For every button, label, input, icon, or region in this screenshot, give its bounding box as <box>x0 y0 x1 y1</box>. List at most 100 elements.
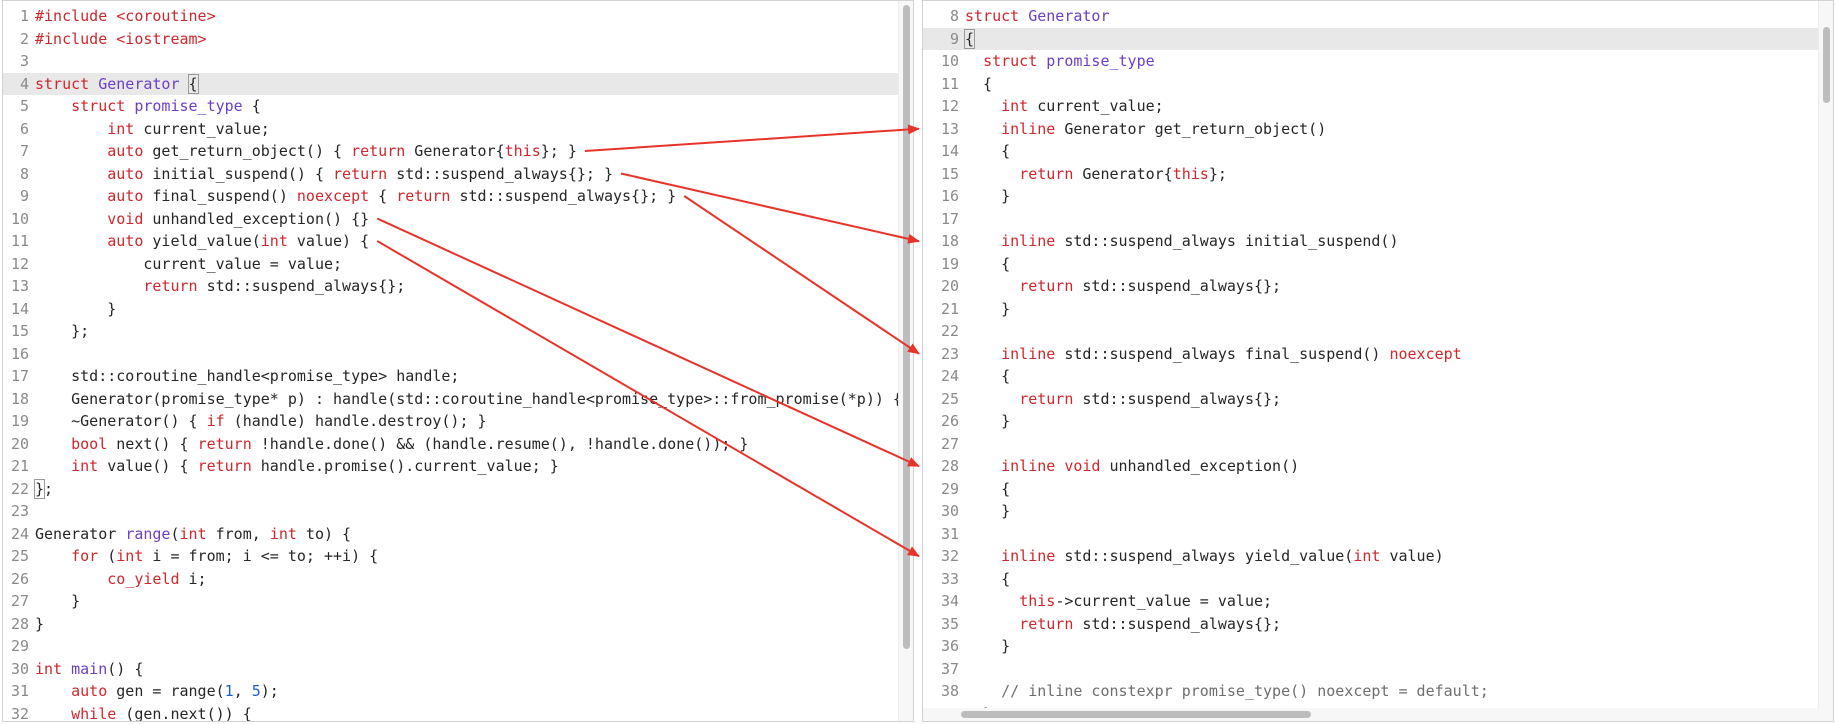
right-code-line-10[interactable]: 10 struct promise_type <box>923 50 1833 73</box>
right-code-line-31[interactable]: 31 <box>923 523 1833 546</box>
left-code-line-20[interactable]: 20 bool next() { return !handle.done() &… <box>3 433 913 456</box>
left-code-line-8[interactable]: 8 auto initial_suspend() { return std::s… <box>3 163 913 186</box>
right-horizontal-scroll-thumb[interactable] <box>961 711 1311 718</box>
left-code-line-5[interactable]: 5 struct promise_type { <box>3 95 913 118</box>
right-code-line-19[interactable]: 19 { <box>923 253 1833 276</box>
right-code-line-15[interactable]: 15 return Generator{this}; <box>923 163 1833 186</box>
left-code-line-21[interactable]: 21 int value() { return handle.promise()… <box>3 455 913 478</box>
left-code-line-14[interactable]: 14 } <box>3 298 913 321</box>
right-code-line-11[interactable]: 11 { <box>923 73 1833 96</box>
line-number: 5 <box>19 97 29 115</box>
right-code-line-37[interactable]: 37 <box>923 658 1833 681</box>
right-vertical-scrollbar[interactable] <box>1818 1 1833 721</box>
left-code-line-6[interactable]: 6 int current_value; <box>3 118 913 141</box>
line-number: 17 <box>940 209 959 228</box>
right-scroll-thumb[interactable] <box>1823 27 1830 103</box>
code-token: bool <box>71 434 108 453</box>
left-code-line-19[interactable]: 19 ~Generator() { if (handle) handle.des… <box>3 410 913 433</box>
right-code-line-16[interactable]: 16 } <box>923 185 1833 208</box>
left-code-line-7[interactable]: 7 auto get_return_object() { return Gene… <box>3 140 913 163</box>
right-code-line-25[interactable]: 25 return std::suspend_always{}; <box>923 388 1833 411</box>
right-code-line-26[interactable]: 26 } <box>923 410 1833 433</box>
left-code-line-11[interactable]: 11 auto yield_value(int value) { <box>3 230 913 253</box>
line-number: 16 <box>940 187 959 205</box>
right-code-line-18[interactable]: 18 inline std::suspend_always initial_su… <box>923 230 1833 253</box>
right-code-line-21[interactable]: 21 } <box>923 298 1833 321</box>
line-number: 14 <box>10 299 29 318</box>
left-code-line-1[interactable]: 1#include <coroutine> <box>3 5 913 28</box>
left-code-line-2[interactable]: 2#include <iostream> <box>3 28 913 51</box>
right-code-line-28[interactable]: 28 inline void unhandled_exception() <box>923 455 1833 478</box>
right-code-line-29[interactable]: 29 { <box>923 478 1833 501</box>
left-code-line-25[interactable]: 25 for (int i = from; i <= to; ++i) { <box>3 545 913 568</box>
line-number: 26 <box>940 412 959 430</box>
left-code-line-9[interactable]: 9 auto final_suspend() noexcept { return… <box>3 185 913 208</box>
right-code-line-22[interactable]: 22 <box>923 320 1833 343</box>
code-token <box>965 277 1019 295</box>
left-code-line-28[interactable]: 28} <box>3 613 913 636</box>
left-code-line-16[interactable]: 16 <box>3 343 913 366</box>
line-number: 16 <box>10 344 29 363</box>
right-code-line-9[interactable]: 9{ <box>923 27 1833 50</box>
left-code-line-18[interactable]: 18 Generator(promise_type* p) : handle(s… <box>3 388 913 411</box>
right-code-line-30[interactable]: 30 } <box>923 500 1833 523</box>
code-token: { <box>965 142 1011 160</box>
code-token: while <box>71 704 117 722</box>
left-code-line-23[interactable]: 23 <box>3 500 913 523</box>
left-code-line-22[interactable]: 22}; <box>3 478 913 501</box>
line-number: 33 <box>940 569 959 588</box>
left-code-editor[interactable]: 1#include <coroutine>2#include <iostream… <box>2 0 914 722</box>
line-number: 11 <box>10 232 29 250</box>
right-code-line-27[interactable]: 27 <box>923 433 1833 456</box>
left-code-line-15[interactable]: 15 }; <box>3 320 913 343</box>
code-token: ); <box>260 682 279 700</box>
right-code-line-12[interactable]: 12 int current_value; <box>923 95 1833 118</box>
code-token: { <box>965 74 993 93</box>
line-number: 23 <box>940 344 959 363</box>
left-code-lines[interactable]: 1#include <coroutine>2#include <iostream… <box>3 5 913 722</box>
left-code-line-27[interactable]: 27 } <box>3 590 913 613</box>
right-code-line-20[interactable]: 20 return std::suspend_always{}; <box>923 275 1833 298</box>
right-code-line-38[interactable]: 38 // inline constexpr promise_type() no… <box>923 680 1833 703</box>
right-code-line-23[interactable]: 23 inline std::suspend_always final_susp… <box>923 343 1833 366</box>
code-token: }; <box>1208 164 1227 183</box>
code-token: std::suspend_always{}; } <box>387 164 613 183</box>
left-code-line-32[interactable]: 32 while (gen.next()) { <box>3 703 913 722</box>
left-scroll-thumb[interactable] <box>903 5 910 649</box>
code-token: #include <iostream> <box>35 29 207 48</box>
left-code-line-17[interactable]: 17 std::coroutine_handle<promise_type> h… <box>3 365 913 388</box>
left-code-line-26[interactable]: 26 co_yield i; <box>3 568 913 591</box>
right-code-line-34[interactable]: 34 this->current_value = value; <box>923 590 1833 613</box>
code-token: value) { <box>287 232 370 250</box>
right-code-line-24[interactable]: 24 { <box>923 365 1833 388</box>
left-vertical-scrollbar[interactable] <box>898 1 913 721</box>
right-code-line-13[interactable]: 13 inline Generator get_return_object() <box>923 118 1833 141</box>
line-number: 8 <box>949 7 959 25</box>
code-token: return <box>197 457 252 475</box>
code-token: () { <box>107 659 144 678</box>
code-token: void <box>1064 457 1101 475</box>
right-horizontal-scrollbar[interactable] <box>923 708 1819 721</box>
right-code-line-33[interactable]: 33 { <box>923 568 1833 591</box>
left-code-line-29[interactable]: 29 <box>3 635 913 658</box>
right-code-line-36[interactable]: 36 } <box>923 635 1833 658</box>
left-code-line-12[interactable]: 12 current_value = value; <box>3 253 913 276</box>
code-token: } <box>965 637 1011 655</box>
left-code-line-3[interactable]: 3 <box>3 50 913 73</box>
left-code-line-31[interactable]: 31 auto gen = range(1, 5); <box>3 680 913 703</box>
right-code-line-17[interactable]: 17 <box>923 208 1833 231</box>
right-code-line-14[interactable]: 14 { <box>923 140 1833 163</box>
line-number: 14 <box>940 142 959 160</box>
left-code-line-10[interactable]: 10 void unhandled_exception() {} <box>3 208 913 231</box>
code-token: int <box>35 659 63 678</box>
right-code-line-35[interactable]: 35 return std::suspend_always{}; <box>923 613 1833 636</box>
code-token <box>35 277 143 295</box>
right-code-line-32[interactable]: 32 inline std::suspend_always yield_valu… <box>923 545 1833 568</box>
left-code-line-13[interactable]: 13 return std::suspend_always{}; <box>3 275 913 298</box>
